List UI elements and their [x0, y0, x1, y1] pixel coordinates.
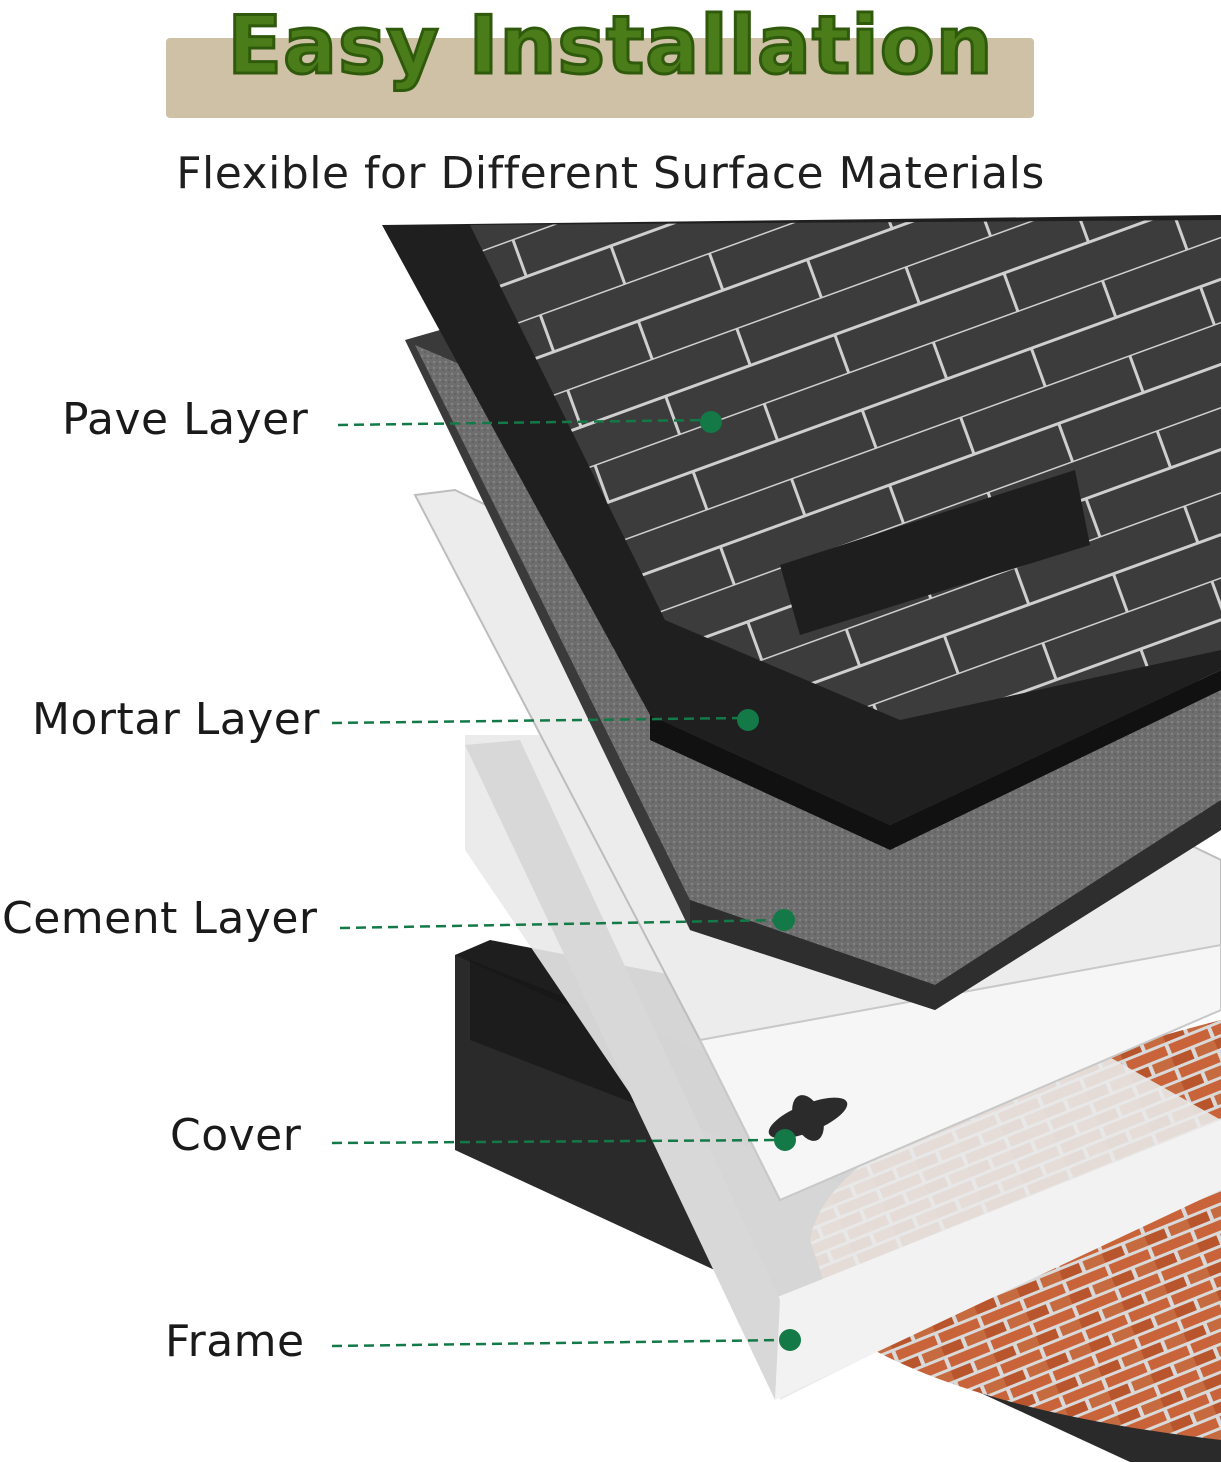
title-banner — [166, 38, 1034, 118]
leader-frame — [331, 1329, 801, 1351]
page-title: Easy Installation — [226, 0, 994, 93]
leader-cement — [339, 909, 795, 931]
label-pave-layer: Pave Layer — [62, 394, 309, 445]
leader-pave — [337, 411, 722, 433]
leader-mortar — [331, 709, 759, 731]
label-cover: Cover — [170, 1110, 302, 1161]
leader-cover — [331, 1129, 796, 1151]
label-cement-layer: Cement Layer — [2, 893, 318, 944]
label-frame: Frame — [165, 1316, 305, 1367]
label-mortar-layer: Mortar Layer — [32, 694, 320, 745]
page-subtitle: Flexible for Different Surface Materials — [176, 148, 1045, 199]
pave-layer — [382, 215, 1221, 850]
